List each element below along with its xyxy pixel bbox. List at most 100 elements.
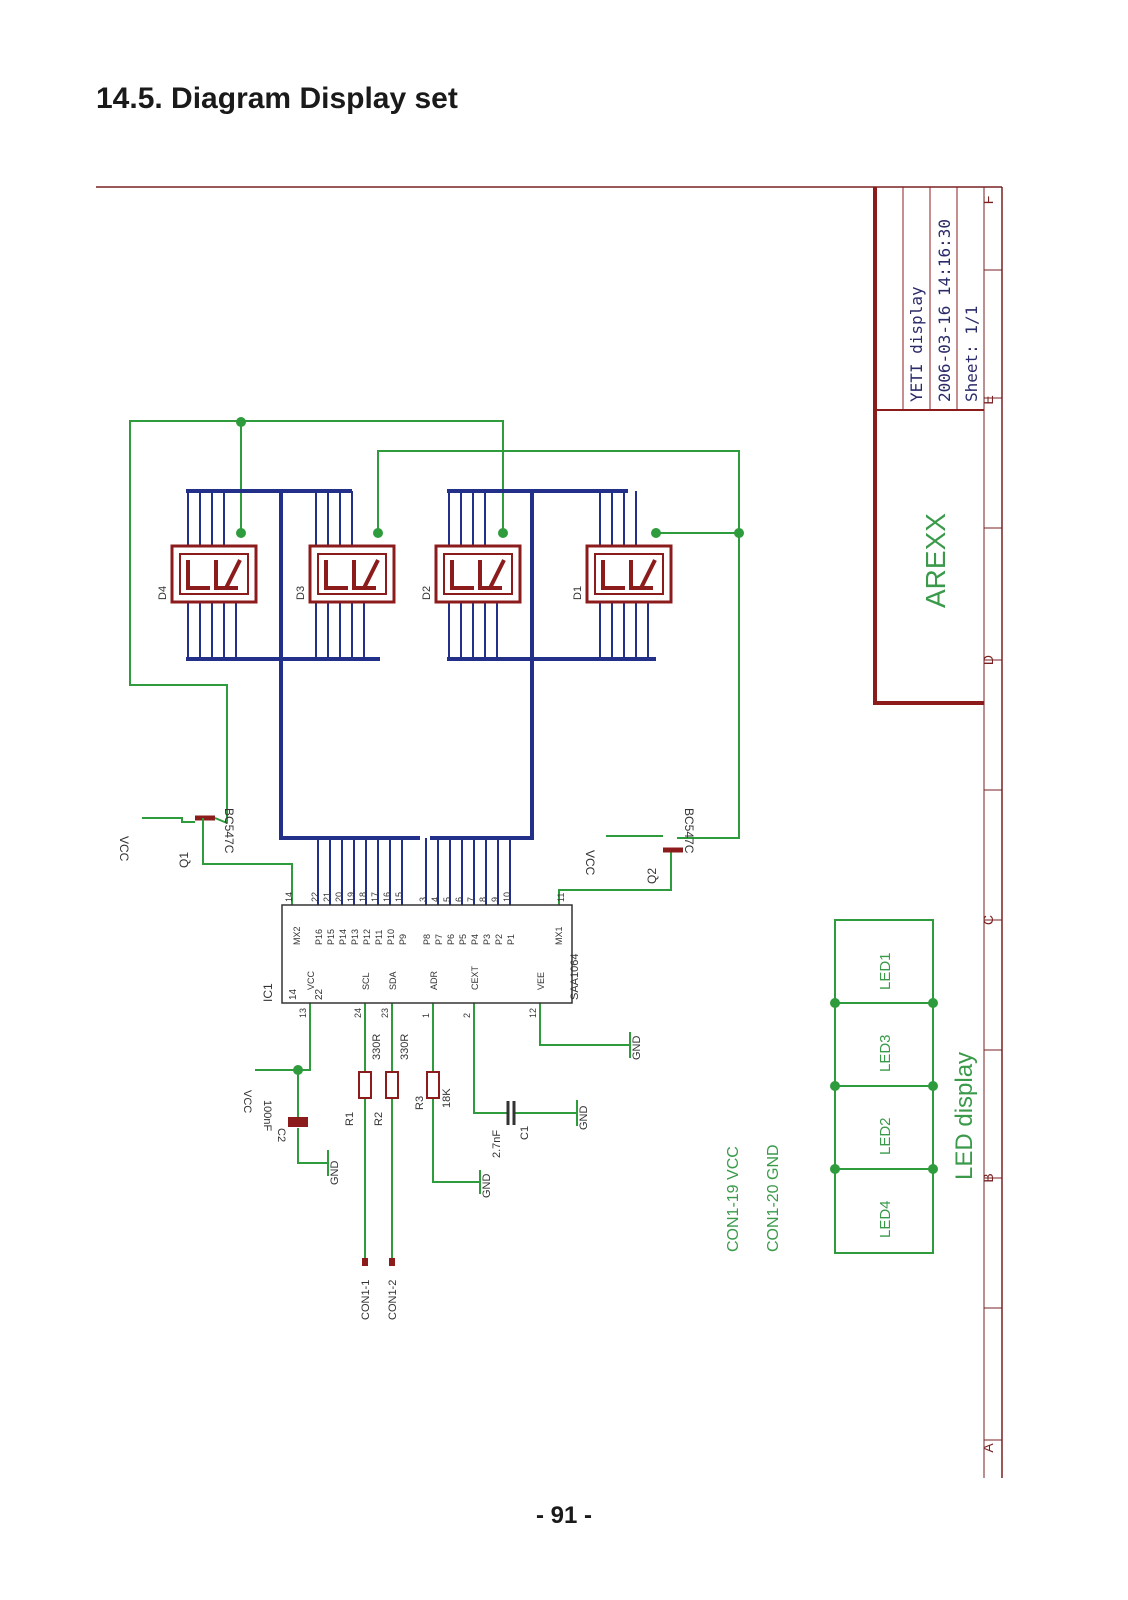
ground-label: GND (578, 1106, 590, 1131)
component-ref: R3 (414, 1096, 426, 1110)
ic-pin-number: 1 (421, 1013, 431, 1018)
ic-pin-number: 24 (353, 1008, 363, 1018)
component-value: 2.7nF (491, 1130, 503, 1158)
component-value: 330R (399, 1034, 411, 1060)
ic-pin-number: 8 (478, 897, 488, 902)
capacitor-c1: 2.7nF C1 GND (491, 1100, 590, 1158)
ic-pin-number: 19 (346, 892, 356, 902)
component-ref: C1 (519, 1126, 531, 1140)
led-label: LED3 (877, 1034, 894, 1072)
zone-label: A (980, 1443, 996, 1453)
transistor-q2: Q2 BC547C VCC (583, 808, 696, 884)
component-ref: R2 (373, 1112, 385, 1126)
company-logo-text: AREXX (920, 513, 951, 608)
ic-pin-number: 10 (502, 892, 512, 902)
display-ref: D3 (295, 586, 307, 600)
zone-label: F (980, 196, 996, 205)
ic-pin-name: P3 (482, 934, 492, 945)
display-d4: D4 (157, 544, 258, 604)
ic-pin-number: 15 (394, 892, 404, 902)
ic-pin-name: P11 (374, 930, 384, 945)
title-datetime: 2006-03-16 14:16:30 (935, 219, 954, 402)
display-d1: D1 (572, 544, 673, 604)
ground-label: GND (631, 1036, 643, 1061)
component-value: 100nF (261, 1100, 273, 1131)
ic-pin-name: P16 (314, 929, 324, 945)
display-ref: D2 (421, 586, 433, 600)
ic-pin-name: P4 (470, 934, 480, 945)
ic-pin-number: 23 (380, 1008, 390, 1018)
page-number: - 91 - (535, 1502, 592, 1529)
resistor-r3: R3 18K GND (414, 1071, 493, 1199)
capacitor-c2: VCC 100nF C2 GND (241, 1090, 341, 1185)
ic-part: SAA1064 (569, 954, 581, 1000)
ic-pin-number: 9 (490, 897, 500, 902)
ic-pin-name: P5 (458, 934, 468, 945)
supply-note: CON1-20 GND (765, 1144, 782, 1252)
page-heading: 14.5. Diagram Display set (96, 82, 458, 115)
ic-pin-number: 11 (556, 893, 566, 902)
zone-label: B (980, 1173, 996, 1182)
ground-label: GND (481, 1174, 493, 1199)
supply-notes: CON1-19 VCC CON1-20 GND (725, 1144, 782, 1252)
ic-pin-number: 12 (528, 1008, 538, 1018)
ic-pin-number: 17 (370, 892, 380, 902)
ic-pin-name: P15 (326, 929, 336, 945)
title-sheet: Sheet: 1/1 (962, 306, 981, 402)
ic-pin-name: P8 (422, 934, 432, 945)
ic-ref: IC1 (261, 983, 275, 1002)
component-ref: R1 (344, 1112, 356, 1126)
connector-pins: CON1-1 CON1-2 (360, 1258, 399, 1320)
ic-pin-number: 21 (322, 892, 332, 902)
resistor-r1: R1 330R (344, 1034, 383, 1126)
zone-label: E (980, 395, 996, 404)
connector-label: CON1-1 (360, 1280, 372, 1320)
ic-pin-number: 16 (382, 892, 392, 902)
led-label: LED2 (877, 1117, 894, 1155)
ic-pin-number: 7 (466, 897, 476, 902)
component-value: 330R (371, 1034, 383, 1060)
ic-pin-number: 6 (454, 897, 464, 902)
ic-signal-name: SDA (388, 971, 398, 990)
vee-ground: GND (629, 1032, 643, 1061)
wire-network (129, 420, 934, 1262)
title-name: YETI display (907, 286, 926, 402)
supply-label: VCC (583, 850, 597, 876)
ic-signal-name: VCC (306, 970, 316, 990)
ic-pin-name: P2 (494, 934, 504, 945)
ic-saa1064: 14 22 MX2 P16 P15 P14 P13 P12 P11 P10 P9… (261, 892, 581, 1018)
ic-pin-name: MX1 (554, 926, 564, 945)
ic-pin-name: P1 (506, 934, 516, 945)
ic-pin-number: 13 (298, 1008, 308, 1018)
ic-signal-name: SCL (361, 972, 371, 990)
ic-pin-name: P12 (362, 929, 372, 945)
display-ref: D4 (157, 586, 169, 600)
title-block: YETI display 2006-03-16 14:16:30 Sheet: … (873, 187, 984, 705)
ic-signal-name: ADR (429, 970, 439, 990)
ic-pin-number: 22 (310, 892, 320, 902)
ic-pin-number: 22 (314, 988, 325, 1000)
ic-pin-name: P7 (434, 934, 444, 945)
led-label: LED1 (877, 952, 894, 990)
supply-note: CON1-19 VCC (725, 1146, 742, 1252)
segment-bus (186, 489, 656, 840)
ic-pin-number: 14 (284, 892, 294, 902)
drawing-frame: F E D C B A (96, 186, 1003, 1478)
ic-pin-number: 18 (358, 892, 368, 902)
transistor-q1: Q1 BC547C VCC (117, 808, 236, 868)
ic-pin-name: P6 (446, 934, 456, 945)
led-label: LED4 (877, 1200, 894, 1238)
component-value: 18K (441, 1088, 453, 1108)
bus-taps (187, 491, 649, 905)
zone-label: C (980, 915, 996, 925)
resistor-r2: R2 330R (373, 1034, 411, 1126)
transistor-ref: Q2 (645, 868, 659, 884)
ic-signal-name: VEE (536, 972, 546, 990)
ic-pin-number: 2 (462, 1013, 472, 1018)
transistor-ref: Q1 (177, 852, 191, 868)
ic-pin-name: P9 (398, 934, 408, 945)
ic-pin-name: P14 (338, 929, 348, 945)
connector-label: CON1-2 (387, 1280, 399, 1320)
ic-pin-name: P13 (350, 929, 360, 945)
